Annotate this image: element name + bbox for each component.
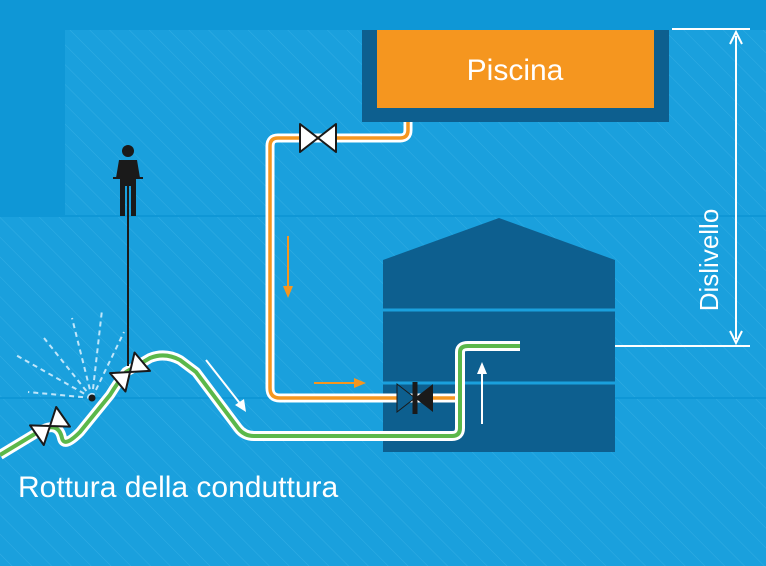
- supply-pipe: [265, 122, 455, 403]
- gate-valve-icon: [29, 405, 71, 447]
- main-pipe: [0, 341, 520, 460]
- leak-spray-icon: [13, 309, 125, 399]
- pool-water: [377, 30, 654, 108]
- height-difference-label: Dislivello: [694, 209, 724, 312]
- flow-arrow-icon: [205, 359, 246, 412]
- gate-valve-icon: [299, 123, 337, 153]
- gate-valve-icon: [109, 351, 151, 393]
- leak-point: [88, 394, 96, 402]
- tank-body: [383, 218, 615, 452]
- supply-pipe-core: [268, 122, 455, 400]
- pool-label: Piscina: [467, 54, 564, 87]
- dimension-arrow-up-icon: [729, 29, 743, 45]
- dimension-arrow-down-icon: [729, 330, 743, 346]
- main-pipe-core: [0, 344, 520, 457]
- pool: Piscina: [362, 30, 669, 122]
- flow-arrow-icon: [314, 378, 366, 388]
- flow-arrow-icon: [477, 362, 487, 424]
- pipe-break-label: Rottura della conduttura: [18, 471, 339, 504]
- water-tank: [383, 218, 615, 452]
- check-valve-icon: [396, 382, 433, 414]
- person-icon: [113, 145, 143, 366]
- flow-arrow-icon: [283, 236, 293, 298]
